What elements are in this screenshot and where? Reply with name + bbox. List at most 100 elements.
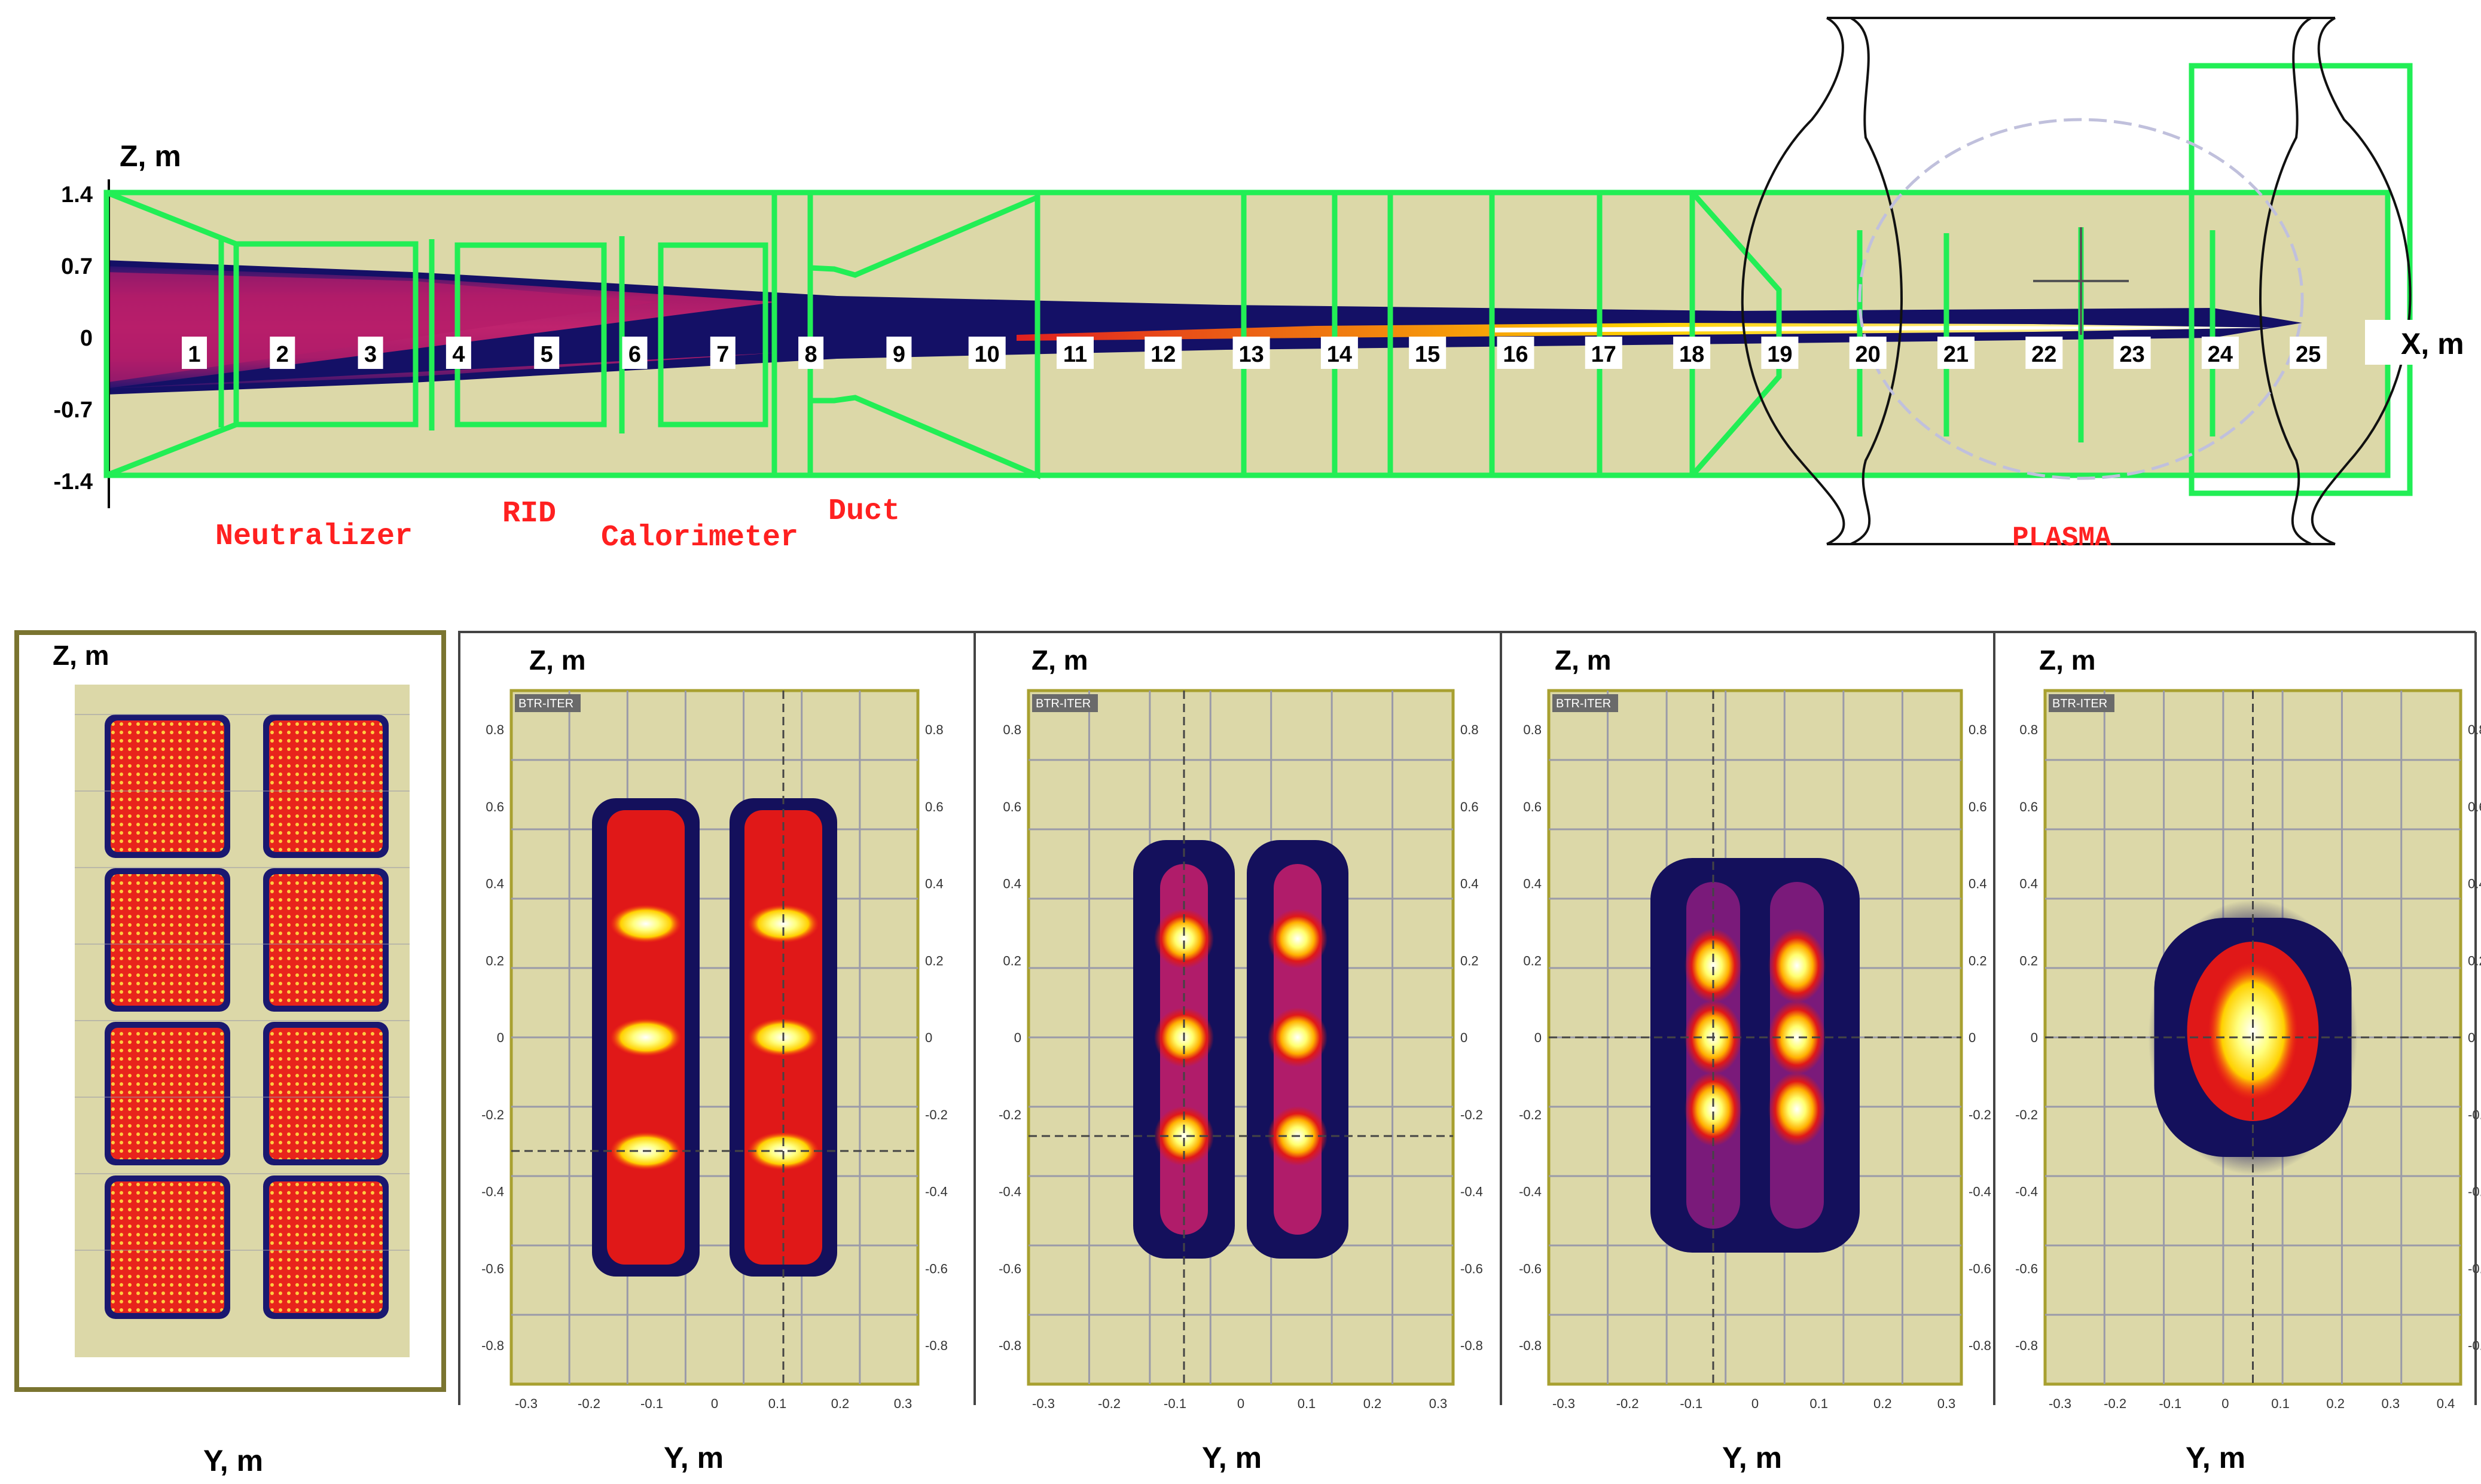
y-tick: 0 — [711, 1396, 718, 1411]
panel-z-label: Z, m — [2039, 645, 2096, 676]
marker-label: 17 — [1591, 342, 1616, 367]
marker-label: 12 — [1151, 342, 1176, 367]
y-tick: 0.4 — [2437, 1396, 2455, 1411]
z-tick-left: 0.6 — [1003, 799, 1021, 814]
marker-label: 7 — [716, 342, 729, 367]
z-axis-label: Z, m — [120, 139, 181, 173]
z-tick-right: 0.8 — [925, 722, 944, 737]
z-tick-right: 0.2 — [925, 953, 944, 968]
z-tick-left: -0.2 — [999, 1107, 1021, 1122]
z-tick-right: -0.6 — [925, 1261, 948, 1276]
z-tick-left: 0.2 — [1003, 953, 1021, 968]
z-tick-right: 0.4 — [1460, 877, 1479, 891]
marker-label: 1 — [188, 342, 200, 367]
marker-box — [2290, 337, 2327, 369]
beam-halo — [1650, 858, 1860, 1253]
y-tick: -0.3 — [1552, 1396, 1575, 1411]
y-tick: 0.3 — [1937, 1396, 1956, 1411]
y-tick: 0 — [1237, 1396, 1244, 1411]
z-tick-left: 0 — [1014, 1030, 1021, 1045]
beamlet-hotspot — [610, 905, 682, 943]
y-tick: -0.2 — [2104, 1396, 2126, 1411]
z-tick-left: -0.2 — [1519, 1107, 1542, 1122]
marker-box — [1761, 337, 1799, 369]
panel-y-label: Y, m — [1202, 1441, 1262, 1474]
marker-box — [2025, 337, 2063, 369]
marker-label: 23 — [2119, 342, 2144, 367]
z-tick-left: 0.8 — [2019, 722, 2038, 737]
z-tick-left: 0 — [497, 1030, 504, 1045]
y-tick: -0.3 — [1032, 1396, 1055, 1411]
z-tick-right: -0.4 — [1969, 1184, 1991, 1199]
y-tick: -0.1 — [1164, 1396, 1186, 1411]
marker-box — [886, 337, 912, 369]
z-tick-0.7: 0.7 — [61, 254, 93, 279]
panel-z-label: Z, m — [1555, 645, 1612, 676]
y-tick: -0.2 — [1616, 1396, 1639, 1411]
marker-box — [1937, 337, 1975, 369]
marker-label: 4 — [452, 342, 465, 367]
y-tick: 0.3 — [2382, 1396, 2400, 1411]
z-tick-left: 0 — [2031, 1030, 2038, 1045]
z-tick-neg-0.7: -0.7 — [54, 398, 93, 423]
z-tick-left: 0.4 — [1523, 877, 1542, 891]
z-tick-right: 0 — [925, 1030, 932, 1045]
y-tick: 0.1 — [2271, 1396, 2290, 1411]
beamlet-hotspot — [1684, 1072, 1742, 1146]
z-tick-right: -0.2 — [1460, 1107, 1483, 1122]
marker-label: 13 — [1238, 342, 1264, 367]
side-view: Z, m 1.4 0.7 0 -0.7 -1.4 — [54, 17, 2479, 555]
z-tick-right: -0.6 — [1460, 1261, 1483, 1276]
z-tick-left: -0.4 — [1519, 1184, 1542, 1199]
marker-box — [2113, 337, 2151, 369]
marker-box — [445, 337, 471, 369]
marker-label: 22 — [2031, 342, 2056, 367]
badge — [1032, 694, 1098, 712]
z-tick-right: -0.8 — [925, 1338, 948, 1353]
z-tick-left: -0.4 — [481, 1184, 504, 1199]
z-tick-0: 0 — [80, 326, 93, 351]
marker-label: 20 — [1856, 342, 1881, 367]
marker-label: 10 — [975, 342, 1000, 367]
z-tick-right: -0.2 — [925, 1107, 948, 1122]
y-tick: 0.1 — [1298, 1396, 1316, 1411]
z-tick-left: -0.8 — [999, 1338, 1021, 1353]
z-tick-left: -0.2 — [481, 1107, 504, 1122]
marker-box — [622, 337, 648, 369]
plasma-boundary — [1858, 118, 2304, 480]
z-tick-right: 0 — [1460, 1030, 1467, 1045]
x-axis-label-bg — [2365, 320, 2479, 365]
label-neutralizer: Neutralizer — [215, 520, 413, 554]
z-tick-right: -0.8 — [1460, 1338, 1483, 1353]
z-tick-left: -0.6 — [481, 1261, 504, 1276]
marker-box — [710, 337, 736, 369]
z-tick-right: 0.2 — [1460, 953, 1479, 968]
marker-box — [2201, 337, 2239, 369]
panel-z-label: Z, m — [1032, 645, 1088, 676]
z-tick-left: 0.8 — [1003, 722, 1021, 737]
marker-label: 19 — [1767, 342, 1792, 367]
z-tick-right: 0.6 — [1969, 799, 1987, 814]
marker-box — [358, 337, 383, 369]
panel-z-label: Z, m — [529, 645, 586, 676]
grid-tile-apertures — [111, 720, 224, 852]
y-tick: -0.3 — [2049, 1396, 2071, 1411]
source-grid-panel: Z, m Y, m — [14, 630, 446, 1477]
y-tick: -0.1 — [2159, 1396, 2181, 1411]
beamlet-hotspot — [1768, 929, 1826, 1003]
z-tick-left: 0.4 — [1003, 877, 1021, 891]
y-tick: 0 — [2221, 1396, 2229, 1411]
z-tick-right: -0.8 — [1969, 1338, 1991, 1353]
z-tick-left: -0.4 — [999, 1184, 1021, 1199]
label-rid: RID — [502, 497, 556, 531]
marker-box — [534, 337, 560, 369]
marker-label: 6 — [628, 342, 641, 367]
y-tick: -0.3 — [515, 1396, 538, 1411]
y-tick: 0.2 — [2326, 1396, 2345, 1411]
z-tick-right: 0.4 — [925, 877, 944, 891]
